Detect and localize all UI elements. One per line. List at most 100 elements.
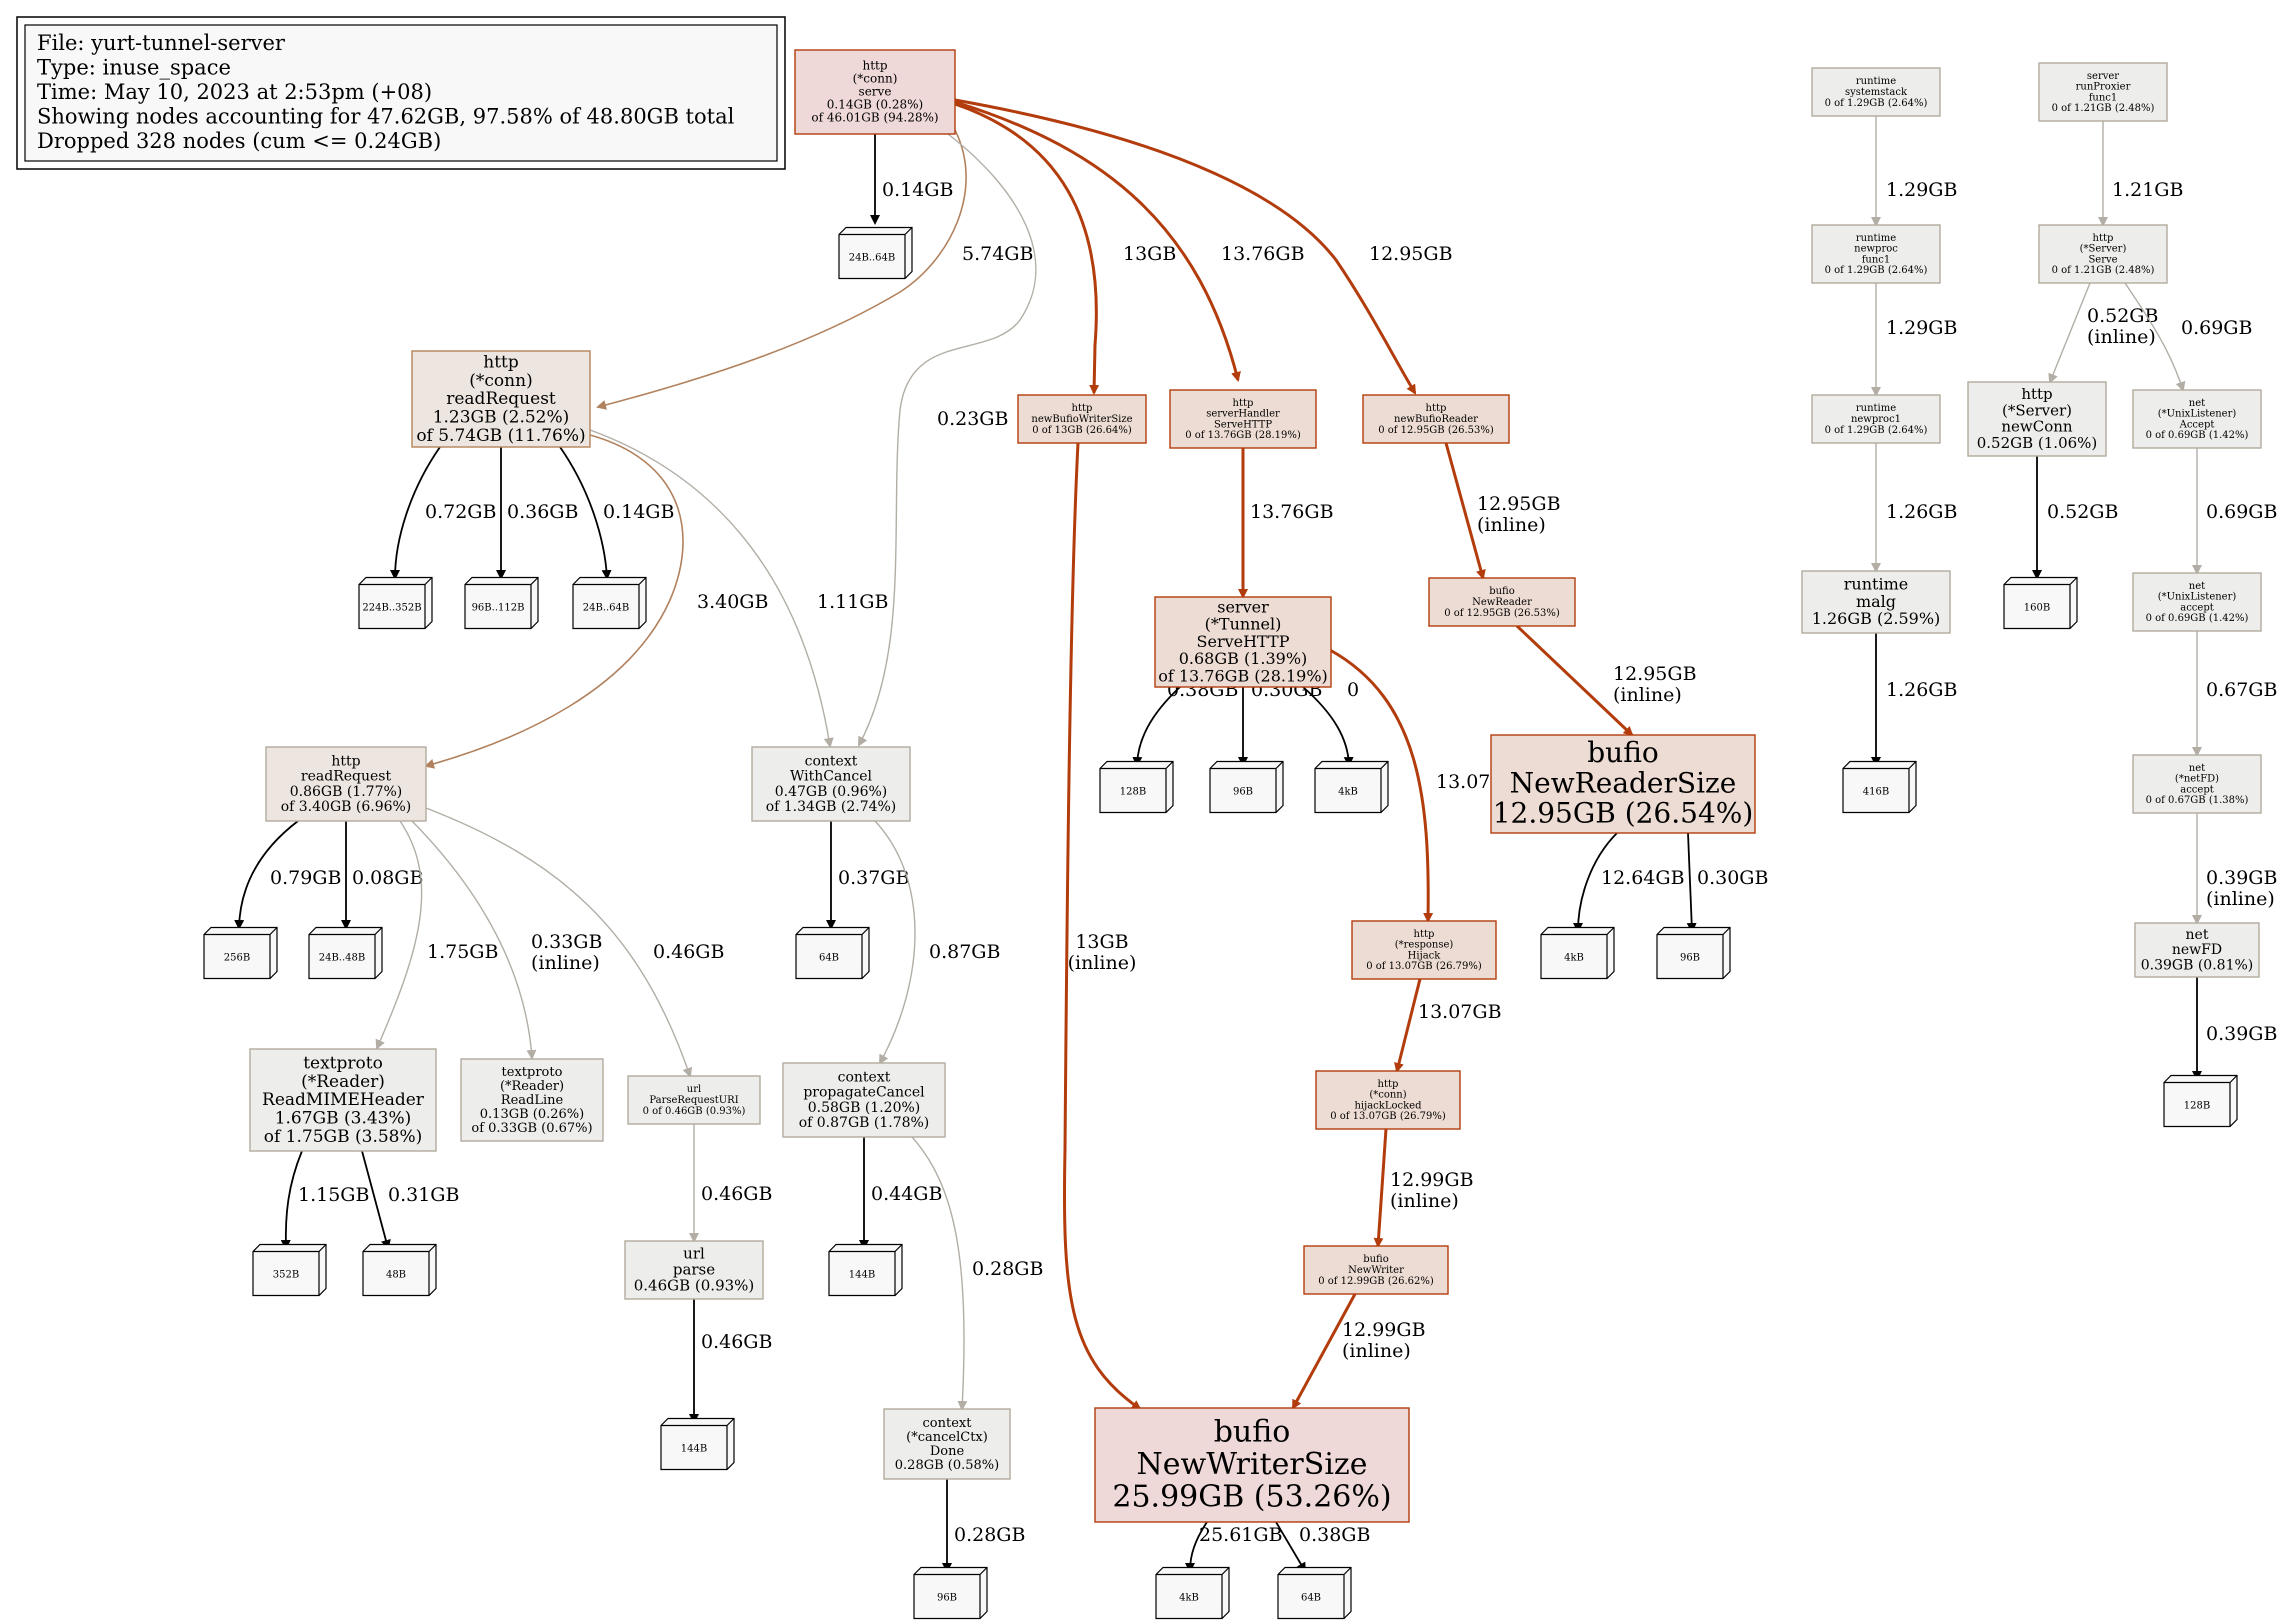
leaf-L_pc: 144B	[828, 1243, 903, 1297]
edge-bufio_newReaderSize-to-L_nrs1: 12.64GB	[1573, 832, 1685, 933]
edge-line	[954, 100, 1241, 382]
node-label-line: hijackLocked	[1354, 1100, 1422, 1111]
leaf-edges	[359, 577, 433, 629]
node-label-line: 0 of 0.69GB (1.42%)	[2146, 430, 2249, 441]
node-label-line: of 13.76GB (28.19%)	[1158, 666, 1328, 685]
edge-line	[1515, 624, 1634, 737]
leaf-L_nc: 160B	[2003, 576, 2078, 630]
node-label-line: (*Reader)	[500, 1079, 564, 1094]
edge-textproto_mime-to-L_m2: 0.31GB	[361, 1150, 459, 1250]
leaf-edges	[1100, 761, 1174, 813]
node-label-line: 0.86GB (1.77%)	[290, 784, 403, 800]
leaf-label: 352B	[273, 1270, 299, 1281]
edge-line	[361, 1150, 391, 1250]
node-box	[1094, 1407, 1410, 1523]
edge-label: (inline)	[2087, 326, 2156, 348]
edge-label: 13GB	[1075, 931, 1128, 953]
node-label-line: 0 of 1.29GB (2.64%)	[1825, 425, 1928, 436]
leaf-L_m2: 48B	[362, 1243, 437, 1297]
node-label-line: NewWriter	[1348, 1265, 1404, 1276]
edge-label: 0.23GB	[937, 408, 1008, 430]
node-label-line: ReadMIMEHeader	[262, 1090, 425, 1110]
node-label-line: (*Tunnel)	[1205, 615, 1282, 634]
edge-http_server_newConn-to-L_nc: 0.52GB	[2032, 456, 2118, 580]
node-label-line: bufio	[1489, 586, 1515, 597]
node-box	[1811, 67, 1941, 117]
legend-line: Type: inuse_space	[37, 56, 231, 80]
node-label-line: 0.58GB (1.20%)	[808, 1100, 921, 1116]
node-label-line: NewReaderSize	[1510, 766, 1737, 799]
node-label-line: 1.23GB (2.52%)	[433, 408, 570, 428]
node-label-line: parse	[673, 1261, 715, 1279]
edge-label: 13GB	[1123, 243, 1176, 265]
node-label-line: of 3.40GB (6.96%)	[281, 799, 412, 815]
edge-newBufioReader-to-bufio_newReader: 12.95GB(inline)	[1444, 442, 1561, 580]
node-label-line: 0 of 1.21GB (2.48%)	[2052, 265, 2155, 276]
edge-conn_readRequest-to-L_rr3: 0.14GB	[559, 446, 674, 580]
node-label-line: readRequest	[446, 389, 556, 409]
node-label-line: net	[2189, 398, 2205, 409]
node-box	[1967, 381, 2107, 457]
node-box	[249, 1048, 437, 1152]
node-box	[1169, 389, 1317, 449]
node-label-line: net	[2186, 927, 2209, 943]
edge-label: (inline)	[1613, 684, 1682, 706]
leaf-box	[2003, 576, 2078, 630]
node-box	[1490, 734, 1756, 834]
edge-ctx_withCancel-to-L_wc: 0.37GB	[826, 821, 909, 930]
leaf-box	[464, 576, 539, 630]
edge-label: 0.14GB	[882, 179, 953, 201]
leaf-edges	[914, 1567, 988, 1619]
edge-url_parse-to-L_up: 0.46GB	[689, 1299, 772, 1424]
leaf-edges	[1843, 761, 1917, 813]
leaf-box	[252, 1243, 327, 1297]
node-box	[265, 746, 427, 822]
leaf-edges	[2004, 577, 2078, 629]
leaf-box	[795, 926, 870, 980]
leaf-box	[358, 576, 433, 630]
leaf-edges	[796, 927, 870, 979]
node-label-line: 0.46GB (0.93%)	[634, 1277, 755, 1295]
edge-label: 0.67GB	[2206, 679, 2277, 701]
leaf-edges	[1315, 761, 1389, 813]
edge-line	[1275, 1521, 1307, 1573]
leaf-L_wc: 64B	[795, 926, 870, 980]
node-label-line: newBufioWriterSize	[1031, 414, 1132, 425]
node-label-line: newConn	[2001, 418, 2073, 436]
edge-label: (inline)	[1068, 952, 1137, 974]
edge-ctx_propagateCancel-to-ctx_cancelDone: 0.28GB	[911, 1136, 1043, 1411]
node-label-line: runtime	[1856, 403, 1896, 414]
